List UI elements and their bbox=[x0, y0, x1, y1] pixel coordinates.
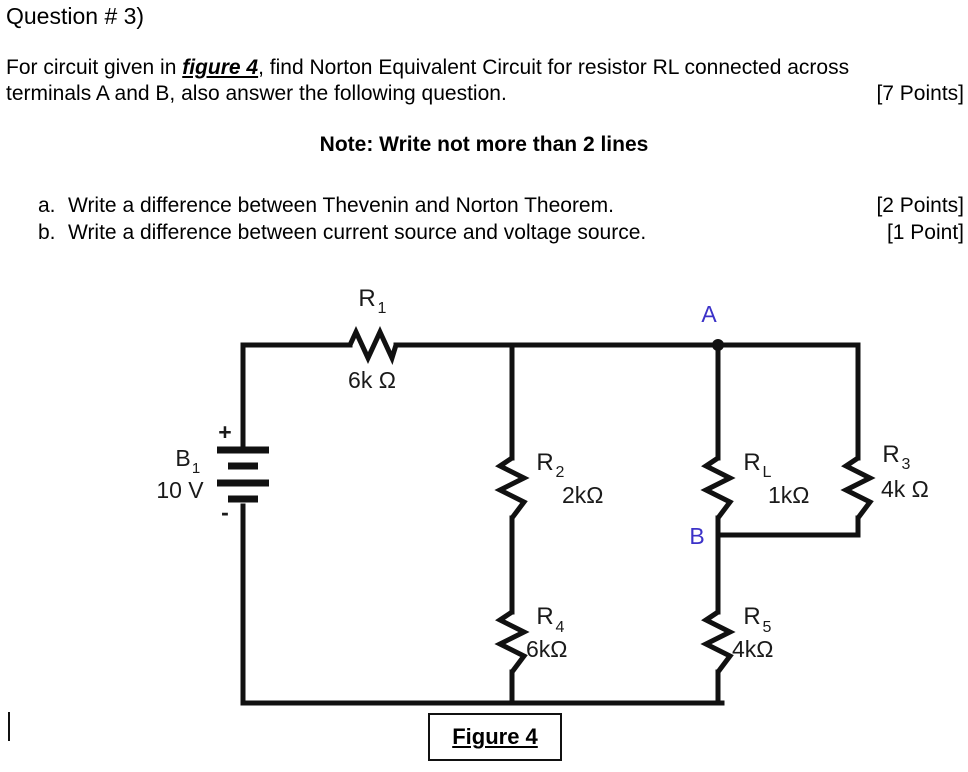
resistor-r3-subscript: 3 bbox=[902, 456, 911, 473]
node-b-label: B bbox=[689, 523, 704, 549]
question-title: Question # 3) bbox=[6, 3, 145, 29]
node-a-label: A bbox=[701, 301, 717, 327]
resistor-r3-name: R bbox=[882, 441, 899, 468]
subquestion-a: a. Write a difference between Thevenin an… bbox=[38, 192, 964, 219]
resistor-r4-name: R bbox=[536, 603, 553, 630]
question-line-2: terminals A and B, also answer the follo… bbox=[6, 81, 964, 107]
battery-name-label: B bbox=[175, 445, 190, 471]
battery-symbol bbox=[217, 446, 269, 503]
subquestion-list: a. Write a difference between Thevenin an… bbox=[38, 192, 964, 246]
resistor-rl-symbol bbox=[700, 455, 736, 520]
subquestion-a-marker: a. bbox=[38, 194, 56, 217]
subquestion-b-marker: b. bbox=[38, 221, 56, 244]
battery-value-label: 10 V bbox=[156, 477, 204, 503]
node-a-dot bbox=[712, 339, 724, 351]
battery-minus-sign: - bbox=[221, 499, 229, 525]
resistor-r2-value: 2kΩ bbox=[562, 482, 604, 508]
question-line-2-text: terminals A and B, also answer the follo… bbox=[6, 82, 507, 105]
battery-name-subscript: 1 bbox=[192, 460, 200, 477]
resistor-r5-value: 4kΩ bbox=[732, 636, 774, 662]
text-cursor-caret bbox=[8, 712, 10, 741]
question-line-1: For circuit given in figure 4, find Nort… bbox=[6, 55, 964, 81]
resistor-r2-name: R bbox=[536, 449, 553, 476]
circuit-svg: A B B 1 10 V + - R 1 6k Ω R 2 2kΩ R L 1k… bbox=[156, 285, 929, 706]
resistor-rl-value: 1kΩ bbox=[768, 482, 810, 508]
resistor-r3-symbol bbox=[840, 455, 876, 520]
resistor-r5-subscript: 5 bbox=[763, 619, 772, 636]
resistor-r1-name: R bbox=[358, 285, 375, 312]
resistor-r5-name: R bbox=[743, 603, 760, 630]
figure-caption-box: Figure 4 bbox=[428, 713, 562, 761]
subquestion-a-points: [2 Points] bbox=[876, 194, 964, 217]
resistor-r2-subscript: 2 bbox=[556, 464, 565, 481]
resistor-r1-symbol bbox=[347, 326, 399, 365]
resistor-r5-symbol bbox=[700, 609, 736, 674]
question-line-1-pre: For circuit given in bbox=[6, 56, 183, 79]
subquestion-b: b. Write a difference between current sou… bbox=[38, 219, 964, 246]
subquestion-b-points: [1 Point] bbox=[886, 221, 964, 244]
circuit-wires bbox=[240, 342, 861, 706]
resistor-r3-value: 4k Ω bbox=[881, 476, 929, 502]
resistor-rl-name: R bbox=[743, 449, 760, 476]
circuit-diagram: A B B 1 10 V + - R 1 6k Ω R 2 2kΩ R L 1k… bbox=[0, 272, 968, 712]
resistor-r1-value: 6k Ω bbox=[348, 367, 396, 393]
figure-caption-text: Figure 4 bbox=[452, 724, 538, 749]
resistor-rl-subscript: L bbox=[763, 464, 772, 481]
resistor-r4-symbol bbox=[494, 609, 530, 674]
subquestion-b-text: Write a difference between current sourc… bbox=[68, 221, 647, 244]
note-text: Note: Write not more than 2 lines bbox=[319, 133, 649, 156]
resistor-r4-value: 6kΩ bbox=[526, 636, 568, 662]
question-body: For circuit given in figure 4, find Nort… bbox=[6, 55, 964, 107]
resistor-r4-subscript: 4 bbox=[556, 619, 565, 636]
question-points-badge: [7 Points] bbox=[876, 82, 964, 105]
figure-reference-link[interactable]: figure 4 bbox=[182, 56, 259, 79]
subquestion-a-text: Write a difference between Thevenin and … bbox=[68, 194, 614, 217]
resistor-r2-symbol bbox=[494, 455, 530, 520]
question-line-1-post: , find Norton Equivalent Circuit for res… bbox=[258, 56, 850, 79]
battery-plus-sign: + bbox=[218, 419, 231, 445]
resistor-r1-subscript: 1 bbox=[378, 300, 387, 317]
